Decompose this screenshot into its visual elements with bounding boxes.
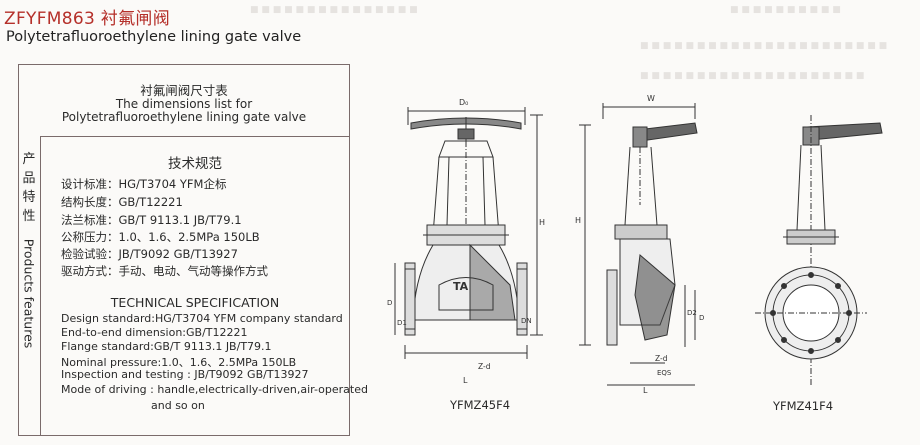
tech-spec-heading-en: TECHNICAL SPECIFICATION [110,295,280,310]
tech-spec-line-en: Nominal pressure:1.0、1.6、2.5MPa 150LB [61,356,297,369]
dim-label-d: D [387,299,392,307]
dim-label-d1: D1 [397,319,407,327]
side-label-cn: 产品特性 [22,152,36,224]
dim-label-d: D [699,314,704,322]
dim-label-h: H [575,216,581,225]
bleed-through-text: ■ ■ ■ ■ ■ ■ ■ ■ ■ ■ [730,5,841,15]
tech-spec-line-cn: 检验试验：JB/T9092 GB/T13927 [61,247,238,261]
dim-label-d2: D2 [687,309,697,317]
bleed-through-text: ■ ■ ■ ■ ■ ■ ■ ■ ■ ■ ■ ■ ■ ■ ■ ■ ■ ■ ■ ■ [640,71,865,81]
dim-label-eqs: EQS [657,369,672,377]
tech-spec-line-en: Flange standard:GB/T 9113.1 JB/T79.1 [61,340,272,353]
side-label-en: Products features [21,238,37,349]
tech-spec-line-en: Design standard:HG/T3704 YFM company sta… [61,312,343,325]
tech-spec-line-cn: 公称压力：1.0、1.6、2.5MPa 150LB [61,230,260,244]
tech-spec-line-en: and so on [151,399,205,412]
dims-title-en-line1: The dimensions list for [115,97,253,111]
dim-label-l: L [643,386,648,395]
tech-spec-line-cn: 驱动方式：手动、电动、气动等操作方式 [61,264,268,278]
dim-label-d0: D₀ [459,98,468,107]
tech-spec-heading-cn: 技术规范 [168,156,222,172]
tech-spec-line-en: Mode of driving : handle,electrically-dr… [61,383,368,396]
dim-label-zd: Z-d [478,362,491,371]
valve-drawing-middle: W H D2 D Z-d EQS L [575,94,704,395]
tech-spec-line-cn: 结构长度：GB/T12221 [61,195,183,209]
spec-frame [18,64,350,436]
dim-label-w: W [647,94,655,103]
caption-right: YFMZ41F4 [773,399,834,413]
page-title-cn: ZFYFM863 衬氟闸阀 [4,9,171,29]
page-title-en: Polytetrafluoroethylene lining gate valv… [6,29,302,45]
dims-title-en-line2: Polytetrafluoroethylene lining gate valv… [61,110,307,124]
bleed-through-text: ■ ■ ■ ■ ■ ■ ■ ■ ■ ■ ■ ■ ■ ■ ■ [250,5,418,15]
tech-spec-line-cn: 设计标准：HG/T3704 YFM企标 [61,177,227,191]
dim-label-zd: Z-d [655,354,668,363]
valve-drawing-left: D₀ TA H D D1 DN L Z-d [387,98,545,385]
spec-inner-frame [40,136,350,436]
brand-mark: TA [453,280,469,293]
tech-spec-line-en: Inspection and testing : JB/T9092 GB/T13… [61,368,309,381]
caption-left: YFMZ45F4 [450,398,511,412]
dim-label-h: H [539,218,545,227]
valve-drawing-right [755,115,883,385]
dim-label-dn: DN [521,317,532,325]
dim-label-l: L [463,376,468,385]
dims-title-cn: 衬氟闸阀尺寸表 [140,83,228,98]
valve-drawing: D₀ TA H D D1 DN L Z-d [387,94,883,395]
bleed-through-text: ■ ■ ■ ■ ■ ■ ■ ■ ■ ■ ■ ■ ■ ■ ■ ■ ■ ■ ■ ■ … [640,41,888,51]
tech-spec-line-en: End-to-end dimension:GB/T12221 [61,326,248,339]
tech-spec-line-cn: 法兰标准：GB/T 9113.1 JB/T79.1 [61,213,242,227]
